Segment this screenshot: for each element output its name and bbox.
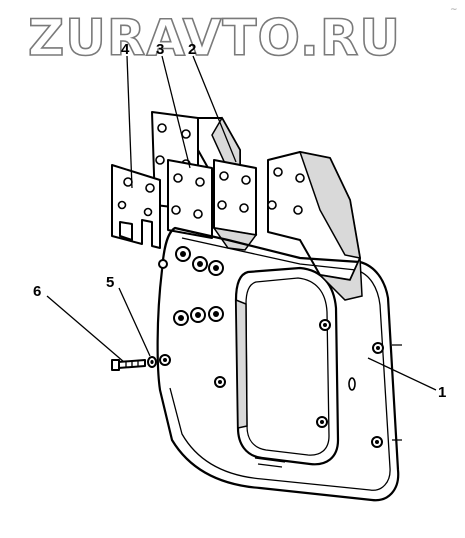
callout-4: 4 <box>121 41 130 58</box>
mounting-plate-1 <box>156 226 402 502</box>
plate-bolts <box>158 246 384 448</box>
watermark-mark: ~ <box>450 5 458 15</box>
callout-3: 3 <box>156 41 164 58</box>
spacer-plate-3 <box>167 159 213 239</box>
washer-5 <box>147 356 157 368</box>
watermark-text: ZURAVTO.RU <box>28 9 401 67</box>
leader-lines <box>46 55 437 391</box>
callout-1: 1 <box>438 384 446 401</box>
shim-plate-4 <box>111 164 161 249</box>
bolt-6 <box>111 359 146 371</box>
spacer-plate-2 <box>212 159 258 251</box>
callout-2: 2 <box>188 41 196 58</box>
callout-6: 6 <box>33 283 41 300</box>
callout-5: 5 <box>106 274 114 291</box>
